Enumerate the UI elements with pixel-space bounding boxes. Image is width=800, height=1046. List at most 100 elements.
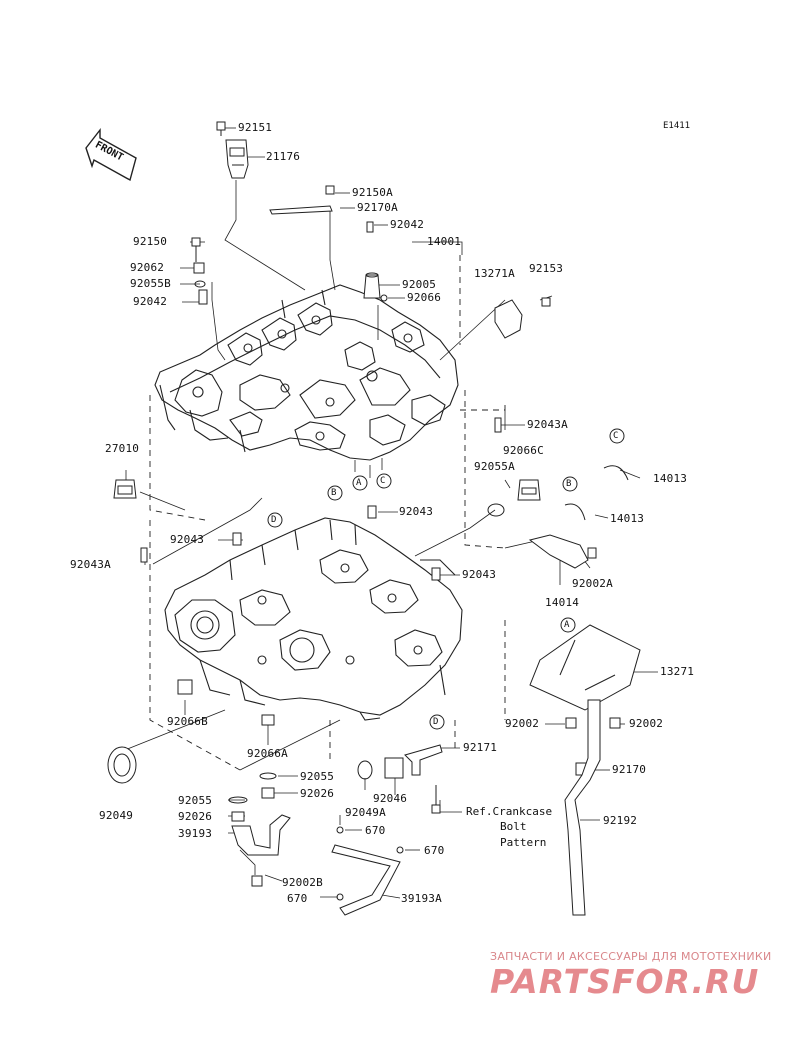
jet-92005 bbox=[363, 272, 381, 299]
upper-crankcase bbox=[154, 284, 459, 461]
ref-note-line2: Bolt bbox=[500, 820, 527, 833]
bolt-92150A bbox=[325, 185, 335, 195]
part-label-92066[interactable]: 92066 bbox=[407, 291, 442, 304]
part-label-92005[interactable]: 92005 bbox=[402, 278, 437, 291]
washer-92062 bbox=[193, 262, 205, 274]
part-label-92042-left[interactable]: 92042 bbox=[133, 295, 168, 308]
callout-b-clip: B bbox=[566, 479, 572, 489]
collar-92026 bbox=[261, 787, 275, 799]
part-label-92043A-right[interactable]: 92043A bbox=[527, 418, 568, 431]
part-label-92170[interactable]: 92170 bbox=[612, 763, 647, 776]
part-label-92002-left[interactable]: 92002 bbox=[505, 717, 540, 730]
part-label-92055A[interactable]: 92055A bbox=[474, 460, 515, 473]
part-label-92049A[interactable]: 92049A bbox=[345, 806, 386, 819]
part-label-27010[interactable]: 27010 bbox=[105, 442, 140, 455]
watermark-tagline: ЗАПЧАСТИ И АКСЕССУАРЫ ДЛЯ МОТОТЕХНИКИ bbox=[490, 950, 772, 963]
oring-92066 bbox=[380, 294, 388, 302]
plug-92066C bbox=[517, 479, 541, 501]
callout-circles bbox=[267, 428, 625, 730]
bolt-ref-crankcase bbox=[431, 785, 441, 814]
part-label-92150[interactable]: 92150 bbox=[133, 235, 168, 248]
callout-b-upper: B bbox=[331, 488, 337, 498]
part-label-92002A[interactable]: 92002A bbox=[572, 577, 613, 590]
part-label-92150A[interactable]: 92150A bbox=[352, 186, 393, 199]
part-label-92062[interactable]: 92062 bbox=[130, 261, 165, 274]
part-label-92002-right[interactable]: 92002 bbox=[629, 717, 664, 730]
part-label-92046[interactable]: 92046 bbox=[373, 792, 408, 805]
part-label-92049[interactable]: 92049 bbox=[99, 809, 134, 822]
oring-92046 bbox=[357, 760, 373, 780]
part-label-92151[interactable]: 92151 bbox=[238, 121, 273, 134]
part-label-92043-left[interactable]: 92043 bbox=[170, 533, 205, 546]
callout-c-upper: C bbox=[380, 476, 386, 486]
part-label-92043-mid[interactable]: 92043 bbox=[399, 505, 434, 518]
callout-a-plate: A bbox=[564, 620, 570, 630]
part-label-92042-top[interactable]: 92042 bbox=[390, 218, 425, 231]
callout-d-lower: D bbox=[271, 515, 277, 525]
bolt-92002-right bbox=[609, 717, 621, 729]
part-label-92055[interactable]: 92055 bbox=[300, 770, 335, 783]
bolt-92150 bbox=[191, 237, 201, 262]
bracket-14014 bbox=[528, 534, 589, 569]
ref-note-line3: Pattern bbox=[500, 836, 547, 849]
part-label-670-b[interactable]: 670 bbox=[424, 844, 445, 857]
part-label-92055-left[interactable]: 92055 bbox=[178, 794, 213, 807]
dowel-92043A-left bbox=[140, 547, 148, 563]
part-label-39193[interactable]: 39193 bbox=[178, 827, 213, 840]
part-label-92043A-left[interactable]: 92043A bbox=[70, 558, 111, 571]
part-label-92026[interactable]: 92026 bbox=[300, 787, 335, 800]
part-label-14001[interactable]: 14001 bbox=[427, 235, 462, 248]
oring-92055-small bbox=[259, 772, 277, 780]
callout-d-bracket: D bbox=[433, 717, 439, 727]
seal-92049 bbox=[107, 746, 137, 784]
clip-14013-b bbox=[564, 503, 586, 521]
stud-92170A bbox=[269, 205, 333, 215]
part-label-13271[interactable]: 13271 bbox=[660, 665, 695, 678]
part-label-14013-c[interactable]: 14013 bbox=[653, 472, 688, 485]
bolt-92151 bbox=[216, 121, 226, 136]
part-label-670-c[interactable]: 670 bbox=[287, 892, 308, 905]
part-label-92170A[interactable]: 92170A bbox=[357, 201, 398, 214]
pipe-39193A bbox=[331, 844, 401, 916]
part-label-92066A[interactable]: 92066A bbox=[247, 747, 288, 760]
part-label-13271A[interactable]: 13271A bbox=[474, 267, 515, 280]
part-label-92055B[interactable]: 92055B bbox=[130, 277, 171, 290]
part-label-92066B[interactable]: 92066B bbox=[167, 715, 208, 728]
ref-note-line1: Ref.Crankcase bbox=[466, 805, 553, 818]
part-label-14013-b[interactable]: 14013 bbox=[610, 512, 645, 525]
oring-92055A bbox=[487, 503, 505, 517]
part-label-92153[interactable]: 92153 bbox=[529, 262, 564, 275]
part-label-670-a[interactable]: 670 bbox=[365, 824, 386, 837]
oring-670-b bbox=[396, 846, 404, 854]
hose-92192 bbox=[564, 699, 601, 916]
dowel-92043-mid bbox=[367, 505, 377, 519]
sensor-21176 bbox=[225, 139, 249, 179]
plug-92066A bbox=[261, 714, 275, 726]
part-label-92171[interactable]: 92171 bbox=[463, 741, 498, 754]
dash-outlines bbox=[149, 255, 506, 771]
part-label-39193A[interactable]: 39193A bbox=[401, 892, 442, 905]
bracket-92171 bbox=[404, 744, 443, 776]
part-label-92043-right[interactable]: 92043 bbox=[462, 568, 497, 581]
bolt-92153 bbox=[541, 297, 551, 307]
dowel-92043A-right bbox=[494, 417, 502, 433]
oring-92055-left bbox=[228, 796, 248, 804]
collar-92026-left bbox=[231, 811, 245, 822]
part-label-92002B[interactable]: 92002B bbox=[282, 876, 323, 889]
part-label-92066C[interactable]: 92066C bbox=[503, 444, 544, 457]
callout-c-clip: C bbox=[613, 431, 619, 441]
sensor-27010 bbox=[113, 479, 137, 499]
pipe-92042 bbox=[198, 289, 208, 305]
part-label-92026-left[interactable]: 92026 bbox=[178, 810, 213, 823]
part-label-92192[interactable]: 92192 bbox=[603, 814, 638, 827]
lower-crankcase bbox=[164, 517, 463, 721]
part-label-14014[interactable]: 14014 bbox=[545, 596, 580, 609]
dowel-92043-left bbox=[232, 532, 242, 546]
oring-670-c bbox=[336, 893, 344, 901]
part-label-21176[interactable]: 21176 bbox=[266, 150, 301, 163]
watermark-logo[interactable]: PARTSFOR.RU bbox=[490, 962, 760, 1001]
bracket-13271A bbox=[494, 299, 523, 339]
bushing-92049A bbox=[384, 757, 404, 779]
